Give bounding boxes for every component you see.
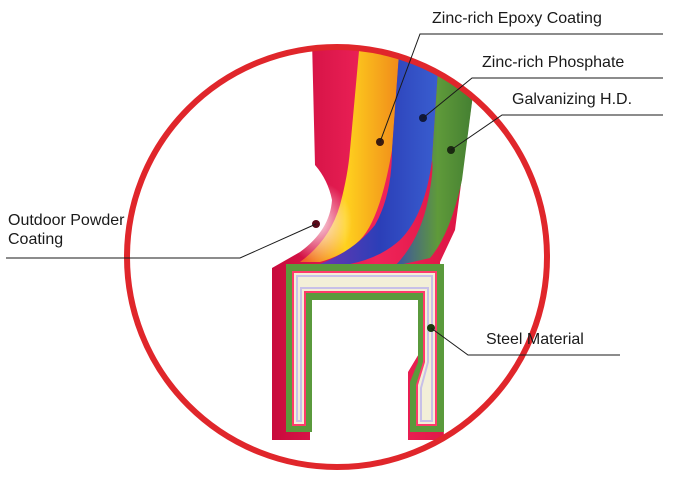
galvanizing-leader-line bbox=[451, 115, 663, 150]
steel-material-label: Steel Material bbox=[486, 330, 584, 349]
powder-coating-label: Outdoor Powder Coating bbox=[8, 211, 125, 249]
zinc-phosphate-label: Zinc-rich Phosphate bbox=[482, 53, 624, 72]
powder-coating-label-line2: Coating bbox=[8, 231, 63, 248]
powder-coating-label-line1: Outdoor Powder bbox=[8, 212, 125, 229]
coating-bands bbox=[272, 40, 480, 440]
galvanizing-label: Galvanizing H.D. bbox=[512, 90, 632, 109]
zinc-epoxy-label: Zinc-rich Epoxy Coating bbox=[432, 9, 602, 28]
